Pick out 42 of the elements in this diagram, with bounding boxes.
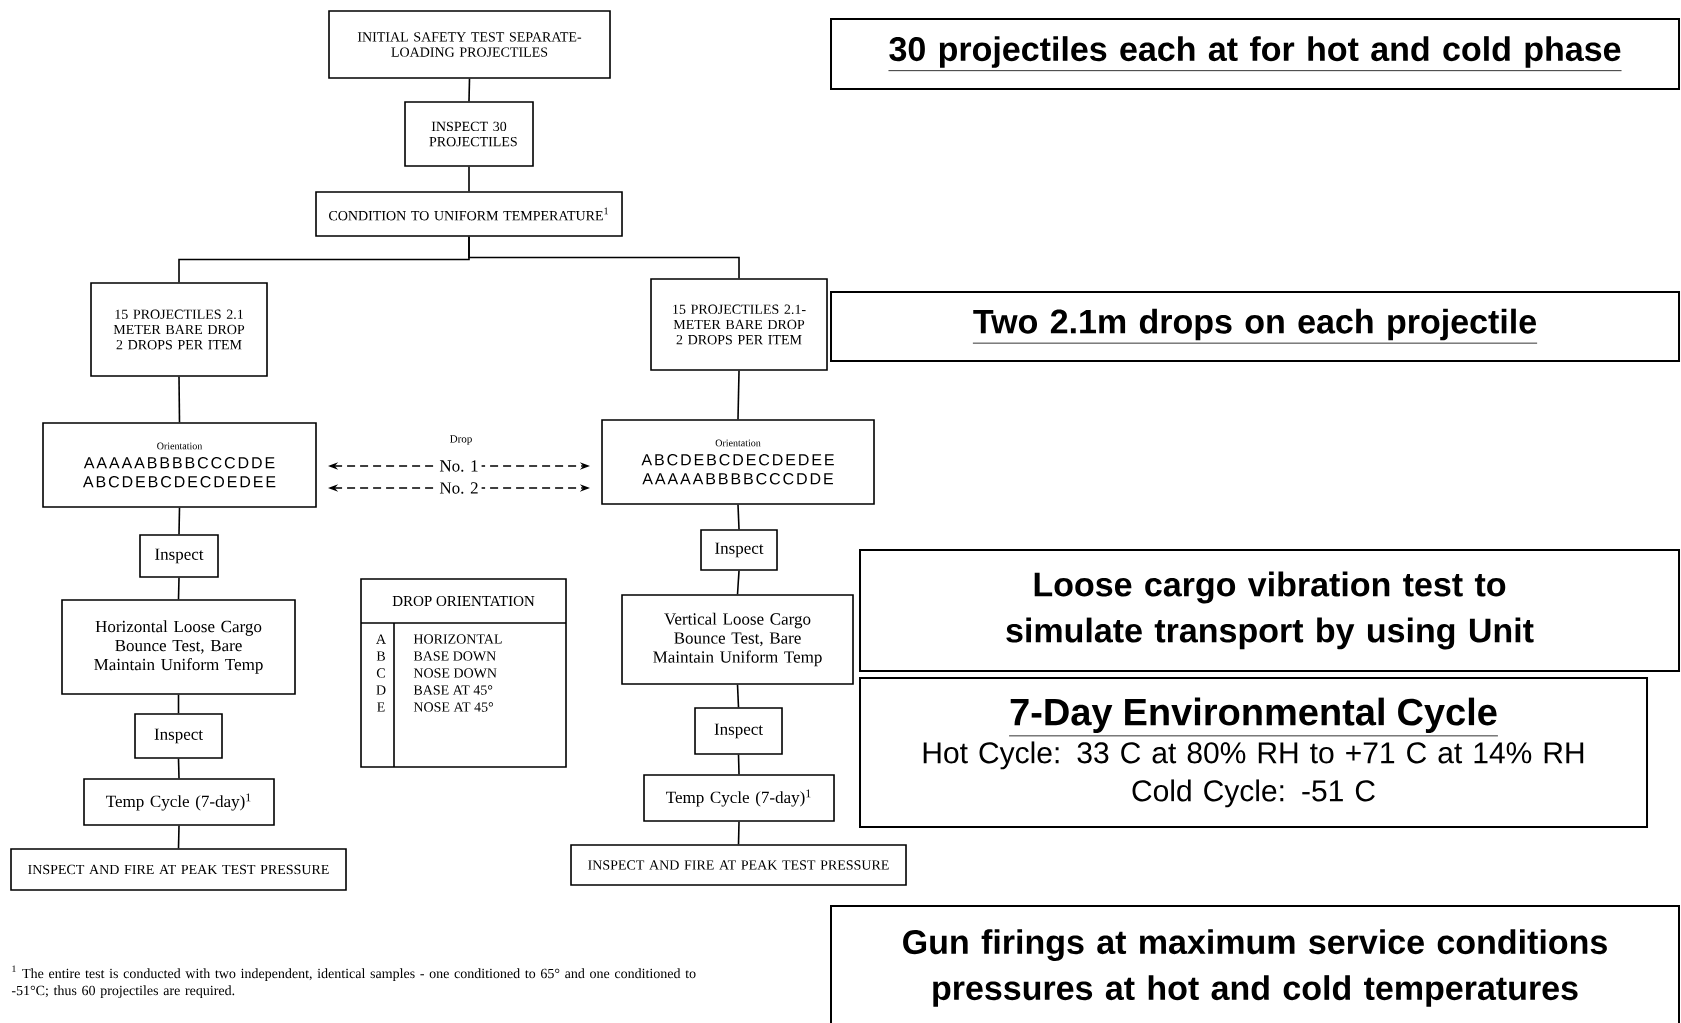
edge-label: No. 1	[436, 457, 482, 475]
connector	[468, 78, 471, 102]
note-box: Gun firings at maximum service conditions pressures at hot and cold temperatures	[830, 905, 1680, 1023]
process-box: Inspect	[139, 534, 219, 578]
process-box: Inspect	[700, 529, 778, 571]
connector	[736, 570, 740, 595]
note-box: Loose cargo vibration test to simulate transport by using Unit	[859, 549, 1680, 672]
note-text: Drop	[450, 435, 472, 445]
footnote: $^{1}$ The entire test is conducted with two independent, identical samples - one conditioned to 65° and one conditioned to -51°C; thus 60 projectiles are required.	[11, 965, 696, 999]
process-box: Temp Cycle (7-day)$^{1}$	[643, 774, 835, 822]
process-box: Inspect	[134, 713, 223, 759]
note-box: Two 2.1m drops on each projectile	[830, 291, 1680, 362]
process-box: Temp Cycle (7-day)$^{1}$	[83, 778, 275, 826]
process-box: INSPECT 30 PROJECTILES	[404, 101, 534, 167]
process-box: CONDITION TO UNIFORM TEMPERATURE$^{1}$	[315, 191, 623, 237]
connector	[178, 507, 181, 535]
connector	[468, 236, 740, 279]
legend-table: DROP ORIENTATION A HORIZONTAL B BASE DOWN C NOSE DOWN D BASE AT 45° E NOSE AT 45°	[360, 578, 567, 768]
process-box: 15 PROJECTILES 2.1-METER BARE DROP 2 DROPS PER ITEM	[650, 278, 828, 371]
connector	[736, 684, 740, 708]
connector	[177, 577, 180, 600]
connector	[178, 376, 181, 423]
note-box: 30 projectiles each at for hot and cold phase	[830, 18, 1680, 90]
process-box: INITIAL SAFETY TEST SEPARATE-LOADING PROJECTILES	[328, 10, 611, 79]
process-box: 15 PROJECTILES 2.1 METER BARE DROP 2 DROPS PER ITEM	[90, 282, 268, 377]
orientation-box: Orientation AAAAABBBBCCCDDE ABCDEBCDECDEDEE	[42, 422, 317, 508]
connector	[468, 166, 470, 192]
connector	[737, 821, 740, 845]
note-box: 7-Day Environmental Cycle Hot Cycle: 33 C at 80% RH to +71 C at 14% RH Cold Cycle: -51 C	[859, 677, 1648, 828]
connector	[737, 504, 740, 530]
process-box: Horizontal Loose Cargo Bounce Test, Bare Maintain Uniform Temp	[61, 599, 296, 695]
edge-label: No. 2	[436, 479, 482, 497]
process-box: INSPECT AND FIRE AT PEAK TEST PRESSURE	[10, 848, 347, 891]
connector	[737, 370, 740, 420]
connector	[177, 694, 180, 714]
process-box: Inspect	[694, 707, 783, 755]
process-box: INSPECT AND FIRE AT PEAK TEST PRESSURE	[570, 844, 907, 886]
connector	[177, 825, 180, 849]
connector	[177, 758, 180, 779]
connector	[737, 754, 740, 775]
orientation-box: Orientation ABCDEBCDECDEDEE AAAAABBBBCCCDDE	[601, 419, 875, 505]
process-box: Vertical Loose Cargo Bounce Test, Bare Maintain Uniform Temp	[621, 594, 854, 685]
